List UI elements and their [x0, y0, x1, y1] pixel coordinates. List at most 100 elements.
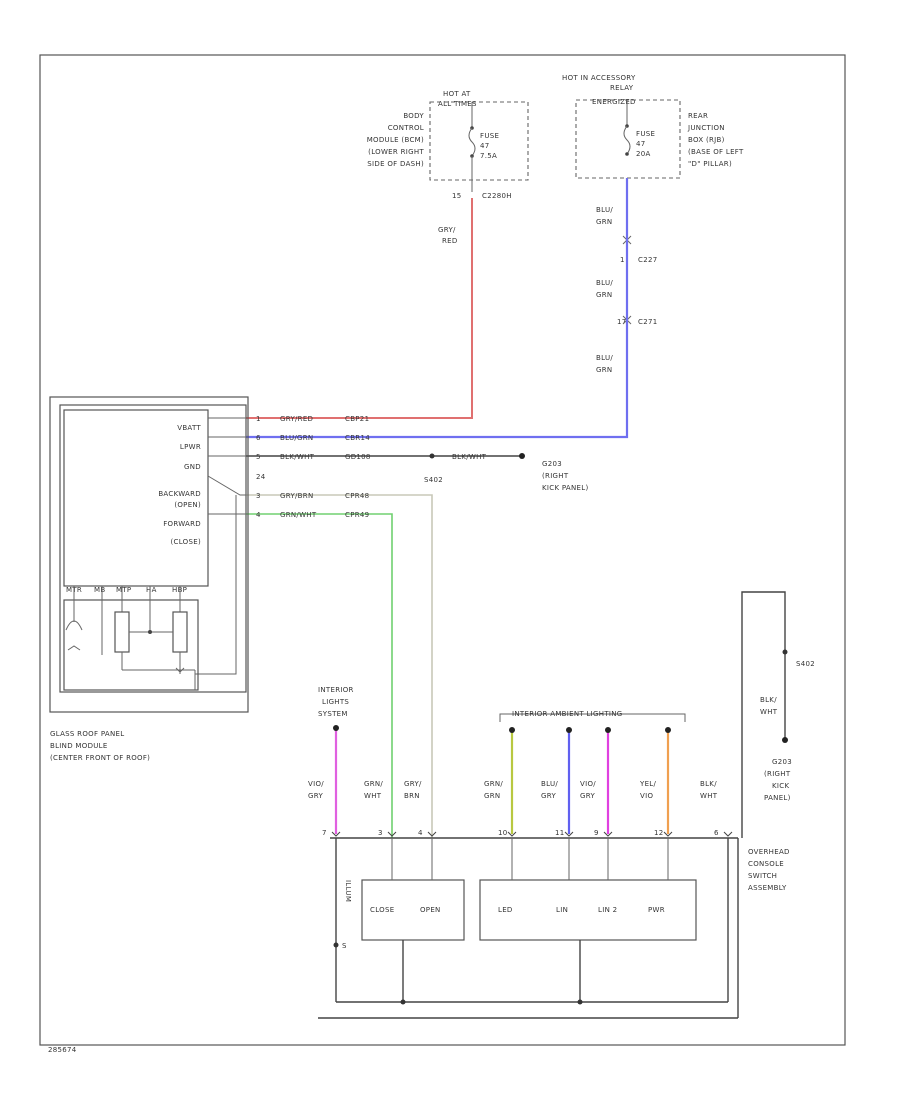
switch-wire-pin-3: 10	[498, 829, 508, 837]
ground-g203-right: S402 BLK/ WHT G203 (RIGHT KICK PANEL)	[741, 591, 815, 838]
c227-label: C227	[638, 256, 657, 264]
blind-module-name2: BLIND MODULE	[50, 742, 108, 750]
bcm-fuse-box	[429, 101, 529, 181]
close-label: CLOSE	[370, 906, 394, 914]
fuse-47-label3: 7.5A	[480, 152, 497, 160]
lin2-label: LIN 2	[598, 906, 617, 914]
switch-wire-connector-6	[663, 831, 673, 837]
ambient-header: INTERIOR AMBIENT LIGHTING	[512, 710, 623, 718]
hot-at-all-times-title2: ALL TIMES	[438, 100, 477, 108]
blind-module-inner	[59, 404, 247, 693]
diode-label: S	[342, 942, 347, 950]
hot-in-accessory-title3: ENERGIZED	[592, 98, 636, 106]
hot-at-all-times-block: HOT AT ALL TIMES FUSE 47 7.5A BODY CONTR…	[367, 90, 529, 245]
console-name2: CONSOLE	[748, 860, 784, 868]
switch-wire-label-line2-0: GRY	[308, 792, 323, 800]
hot-in-accessory-block: HOT IN ACCESSORY RELAY ENERGIZED FUSE 47…	[562, 74, 744, 374]
circuit-label-backward: CPR48	[345, 492, 369, 500]
circuit-label-gnd: GD108	[345, 453, 371, 461]
switch-wire-connector-7	[723, 831, 733, 837]
right-wire-label1: BLK/	[760, 696, 777, 704]
switch-wire-pin-4: 11	[555, 829, 565, 837]
gry-red-wire-label1: GRY/	[438, 226, 456, 234]
right-ground-point	[782, 737, 788, 743]
module-pin-1: 1	[256, 415, 261, 423]
switch-wire-connector-0	[331, 831, 341, 837]
ground-g203-top: S402 BLK/WHT G203 (RIGHT KICK PANEL)	[424, 453, 589, 492]
gry-brn-wire	[246, 494, 433, 838]
s402-splice	[429, 453, 435, 459]
console-name1: OVERHEAD	[748, 848, 790, 856]
interior-lights-label1: INTERIOR	[318, 686, 354, 694]
switch-wire-label-line1-6: YEL/	[639, 780, 656, 788]
switch-wire-connector-1	[387, 831, 397, 837]
switch-wire-label-line2-6: VIO	[640, 792, 653, 800]
interior-lights-label3: SYSTEM	[318, 710, 348, 718]
illum-label: ILLUM	[344, 880, 352, 902]
gry-red-feed-wire	[246, 198, 473, 419]
switch-wire-pin-1: 3	[378, 829, 383, 837]
switch-wire-label-line1-1: GRN/	[364, 780, 383, 788]
module-pin-label-vbatt: VBATT	[177, 424, 201, 432]
gry-red-wire-label2: RED	[442, 237, 458, 245]
switch-wire-connector-2	[427, 831, 437, 837]
switch-wire-terminal-6	[665, 727, 671, 733]
g203-ground-point	[519, 453, 525, 459]
blind-module-name1: GLASS ROOF PANEL	[50, 730, 124, 738]
grn-wht-wire	[246, 513, 393, 838]
overhead-console: S ILLUM CLOSE OPEN LED LIN LIN 2 PWR OVE…	[318, 837, 790, 1019]
bcm-connector: C2280H	[482, 192, 512, 200]
console-name3: SWITCH	[748, 872, 777, 880]
circuit-label-vbatt: CBP21	[345, 415, 369, 423]
bottom-pin-ha: HA	[146, 586, 157, 594]
switch-wire-label-line2-3: GRN	[484, 792, 500, 800]
right-g203-name2: (RIGHT	[764, 770, 791, 778]
switch-wire-connector-3	[507, 831, 517, 837]
switch-wire-label-line1-5: VIO/	[580, 780, 596, 788]
blu-grn-label-2a: BLU/	[596, 279, 613, 287]
fuse-20a-label2: 47	[636, 140, 646, 148]
right-g203-name4: PANEL)	[764, 794, 791, 802]
g203-name3: KICK PANEL)	[542, 484, 589, 492]
blu-grn-label-3b: GRN	[596, 366, 612, 374]
circuit-label-lpwr: CBR14	[345, 434, 370, 442]
switch-wire-terminal-3	[509, 727, 515, 733]
fuse-20a-label3: 20A	[636, 150, 651, 158]
hot-in-accessory-title1: HOT IN ACCESSORY	[562, 74, 636, 82]
c271-label: C271	[638, 318, 657, 326]
switch-wire-pin-5: 9	[594, 829, 599, 837]
switch-ground-node	[400, 999, 406, 1005]
switch-wire-label-line2-7: WHT	[700, 792, 718, 800]
blind-module-name3: (CENTER FRONT OF ROOF)	[50, 754, 150, 762]
ambient-bracket	[499, 713, 686, 722]
rjb-label1: REAR	[688, 112, 708, 120]
interior-lights-label2: LIGHTS	[322, 698, 349, 706]
switch-wire-label-line1-7: BLK/	[700, 780, 717, 788]
open-label: OPEN	[420, 906, 441, 914]
module-pin-4: 4	[256, 511, 261, 519]
right-wire-label2: WHT	[760, 708, 778, 716]
module-pin-label-backward: BACKWARD	[158, 490, 201, 498]
rjb-fuse-box	[575, 99, 681, 179]
module-pin-3: 3	[256, 492, 261, 500]
blu-grn-label-1a: BLU/	[596, 206, 613, 214]
fuse-47-label1: FUSE	[480, 132, 499, 140]
switch-wire-label-line2-4: GRY	[541, 792, 556, 800]
switch-wires: VIO/GRY7GRN/WHT3GRY/BRN4GRN/GRN10BLU/GRY…	[308, 725, 733, 837]
lin-label: LIN	[556, 906, 568, 914]
ambient-control-box	[479, 879, 697, 941]
diode-node	[333, 942, 339, 948]
blind-module-logic-box	[63, 409, 209, 587]
switch-wire-terminal-5	[605, 727, 611, 733]
wire-label-lpwr: BLU/GRN	[280, 434, 313, 442]
open-close-switch-box	[361, 879, 465, 941]
module-pin-label-lpwr: LPWR	[180, 443, 201, 451]
fuse-20a-bottom-node	[625, 152, 629, 156]
sensor-wiper	[175, 667, 185, 673]
rjb-label3: BOX (RJB)	[688, 136, 725, 144]
wire-label-forward: GRN/WHT	[280, 511, 317, 519]
bottom-pin-hbp: HBP	[172, 586, 187, 594]
hot-at-all-times-title1: HOT AT	[443, 90, 471, 98]
switch-wire-pin-6: 12	[654, 829, 664, 837]
